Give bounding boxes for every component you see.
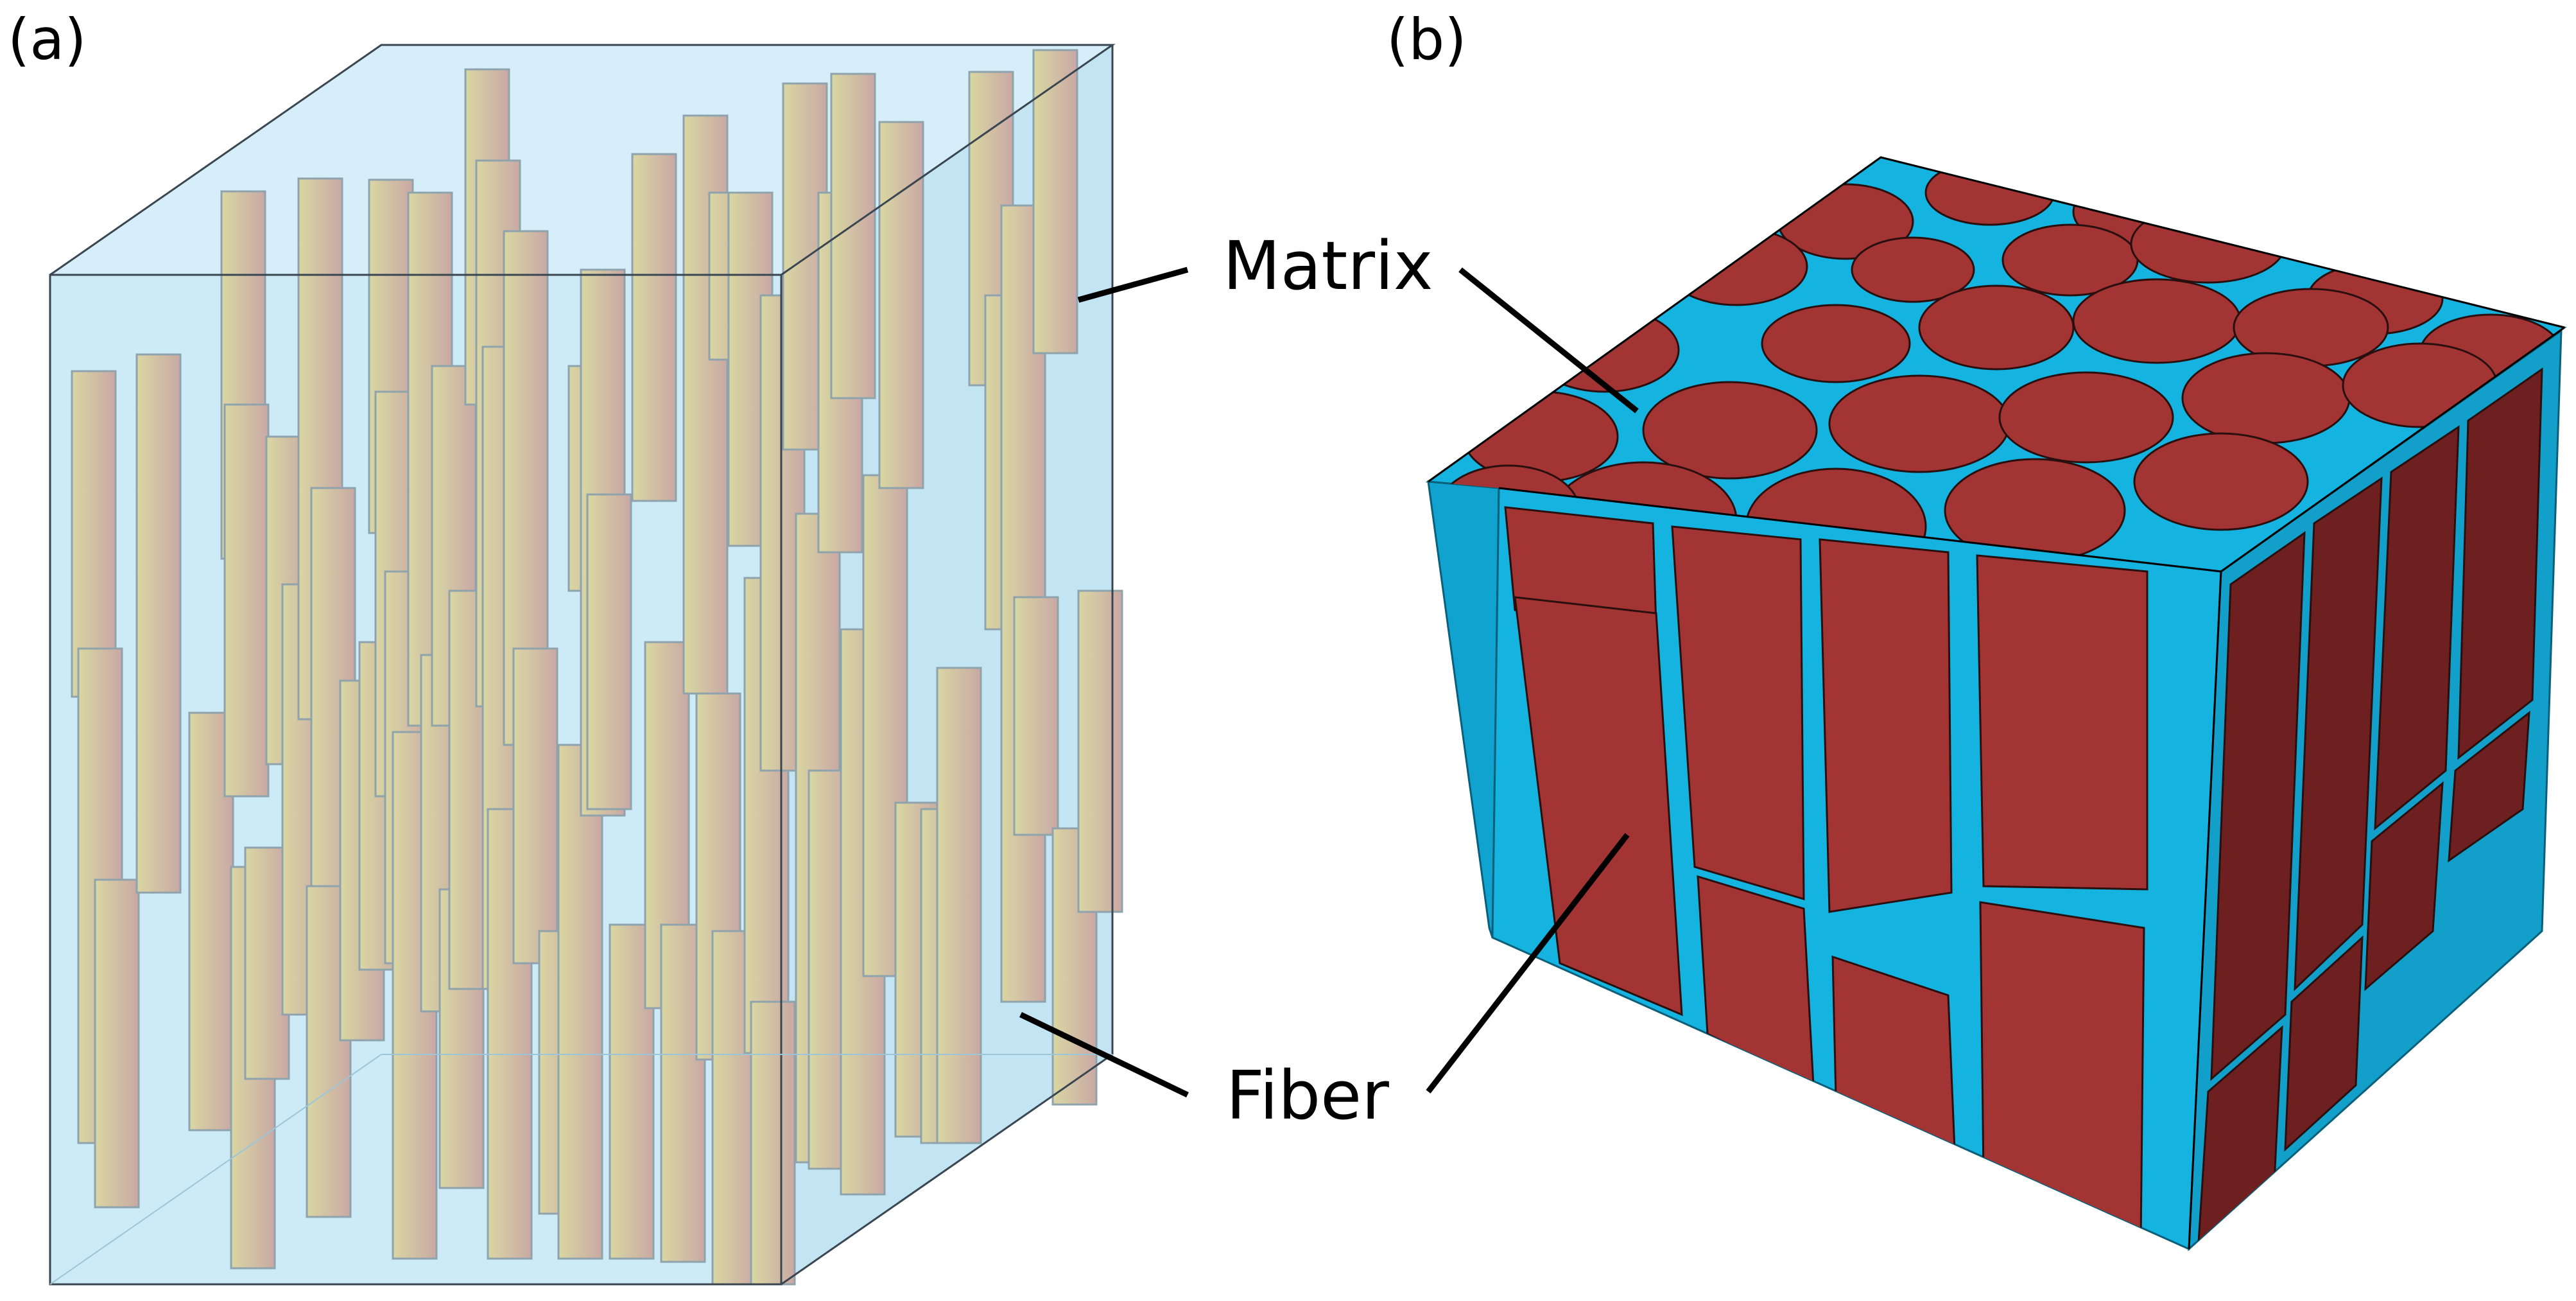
side-fiber-sections: [2197, 367, 2543, 1244]
cube-left-bevel: [1427, 480, 1500, 938]
fiber-end: [2130, 204, 2286, 284]
fiber-section: [2210, 531, 2306, 1081]
fiber: [631, 153, 677, 502]
fiber-section: [2364, 781, 2444, 991]
fiber-section: [2374, 425, 2460, 831]
fiber-leader-line-b: [1426, 833, 1630, 1094]
fiber-section: [1697, 875, 1815, 1087]
fiber-end: [1924, 159, 2055, 226]
fiber-end: [1851, 236, 1975, 303]
fiber: [557, 744, 603, 1260]
fiber: [71, 370, 117, 698]
fiber: [936, 667, 982, 1144]
fiber-leader-line-a: [1019, 1011, 1189, 1098]
fiber: [1013, 596, 1059, 836]
fiber-section: [1979, 901, 2145, 1244]
fiber-end: [1761, 304, 1911, 383]
cube-edge-top: [1428, 156, 2565, 483]
fiber: [1077, 589, 1123, 913]
fiber-end: [2072, 278, 2242, 364]
cube-edge-vertical: [2188, 571, 2222, 1250]
box-edge-back-bottom: [49, 1054, 382, 1285]
fiber-group: [71, 49, 1123, 1286]
cube-edges: [1428, 156, 2565, 1250]
fiber-section: [1514, 596, 1683, 1017]
box-edges: [49, 44, 1116, 1286]
fiber-section: [2284, 935, 2364, 1152]
fiber: [586, 493, 632, 810]
fiber-end: [1530, 307, 1680, 393]
fiber: [94, 878, 140, 1209]
fiber-end: [1642, 381, 1818, 480]
fiber-end: [1918, 284, 2075, 371]
fiber-callout: Fiber: [1226, 1056, 1389, 1135]
box-edge-bottom-side: [781, 1053, 1113, 1286]
fiber-section: [1671, 525, 1805, 901]
fiber: [135, 353, 182, 894]
fiber-section: [1819, 538, 1953, 913]
fiber-end: [2133, 432, 2309, 531]
panel-a: (a) Matrix Fiber: [8, 6, 1433, 1286]
panel-a-label: (a): [8, 6, 87, 73]
fiber-section: [2448, 710, 2530, 863]
fiber: [512, 647, 558, 965]
fiber-section: [2294, 476, 2383, 991]
fiber-end: [2181, 352, 2351, 444]
panel-b-label: (b): [1387, 6, 1467, 73]
cube-edge-side-top: [2220, 326, 2565, 573]
front-fiber-sections: [1504, 506, 2148, 1244]
matrix-leader-line-b: [1458, 267, 1639, 414]
panel-b: (b): [1387, 6, 2567, 1252]
matrix-callout: Matrix: [1223, 227, 1433, 305]
fiber: [223, 403, 270, 798]
fiber: [1032, 49, 1078, 354]
fiber-end: [1998, 371, 2174, 464]
fiber-section: [2457, 367, 2543, 760]
fiber-section: [1976, 554, 2148, 891]
fiber: [878, 121, 924, 489]
matrix-leader-line: [1077, 266, 1189, 303]
cube-edge-front-top: [1498, 487, 2222, 573]
fiber: [750, 1000, 796, 1286]
fiber-end: [1664, 227, 1808, 306]
fiber-end: [1828, 374, 2010, 473]
